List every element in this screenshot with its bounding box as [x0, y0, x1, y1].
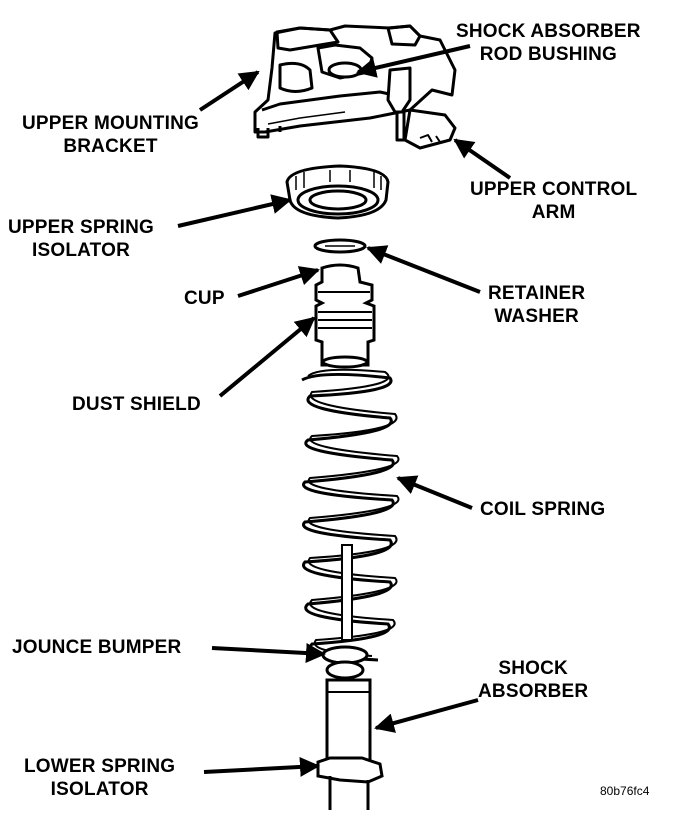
label-upper-spring-isolator: UPPER SPRING ISOLATOR [8, 217, 154, 261]
arrow-upper-control-arm [453, 138, 512, 180]
coil-spring-part [301, 368, 400, 662]
leader-arrows [177, 44, 512, 777]
label-jounce-bumper: JOUNCE BUMPER [12, 637, 182, 658]
label-cup: CUP [184, 288, 225, 309]
arrow-retainer-washer [366, 245, 481, 294]
arrow-shock-absorber [374, 698, 479, 733]
arrow-jounce-bumper [211, 643, 326, 664]
arrow-cup [237, 266, 320, 298]
label-shock-absorber-rod-bushing: SHOCK ABSORBER ROD BUSHING [456, 21, 641, 65]
arrow-shock-absorber-rod-bushing [356, 44, 471, 78]
figure-code: 80b76fc4 [600, 784, 650, 798]
arrow-dust-shield [218, 316, 316, 398]
upper-spring-isolator-part [285, 164, 390, 220]
upper-mounting-bracket-part [253, 24, 457, 150]
arrow-coil-spring [396, 475, 473, 510]
jounce-bumper-part [321, 645, 369, 680]
label-lower-spring-isolator: LOWER SPRING ISOLATOR [24, 756, 176, 800]
label-shock-absorber: SHOCK ABSORBER [478, 658, 589, 702]
label-upper-mounting-bracket: UPPER MOUNTING BRACKET [22, 113, 199, 157]
label-coil-spring: COIL SPRING [480, 499, 606, 520]
arrow-upper-spring-isolator [177, 194, 292, 228]
arrow-lower-spring-isolator [203, 756, 320, 777]
label-upper-control-arm: UPPER CONTROL ARM [470, 179, 638, 223]
cup-and-dust-shield-part [314, 263, 376, 369]
label-retainer-washer: RETAINER WASHER [488, 283, 586, 327]
shock-absorber-part [316, 678, 384, 810]
arrow-upper-mounting-bracket [198, 70, 260, 112]
label-dust-shield: DUST SHIELD [72, 394, 201, 415]
retainer-washer-part [313, 238, 367, 254]
